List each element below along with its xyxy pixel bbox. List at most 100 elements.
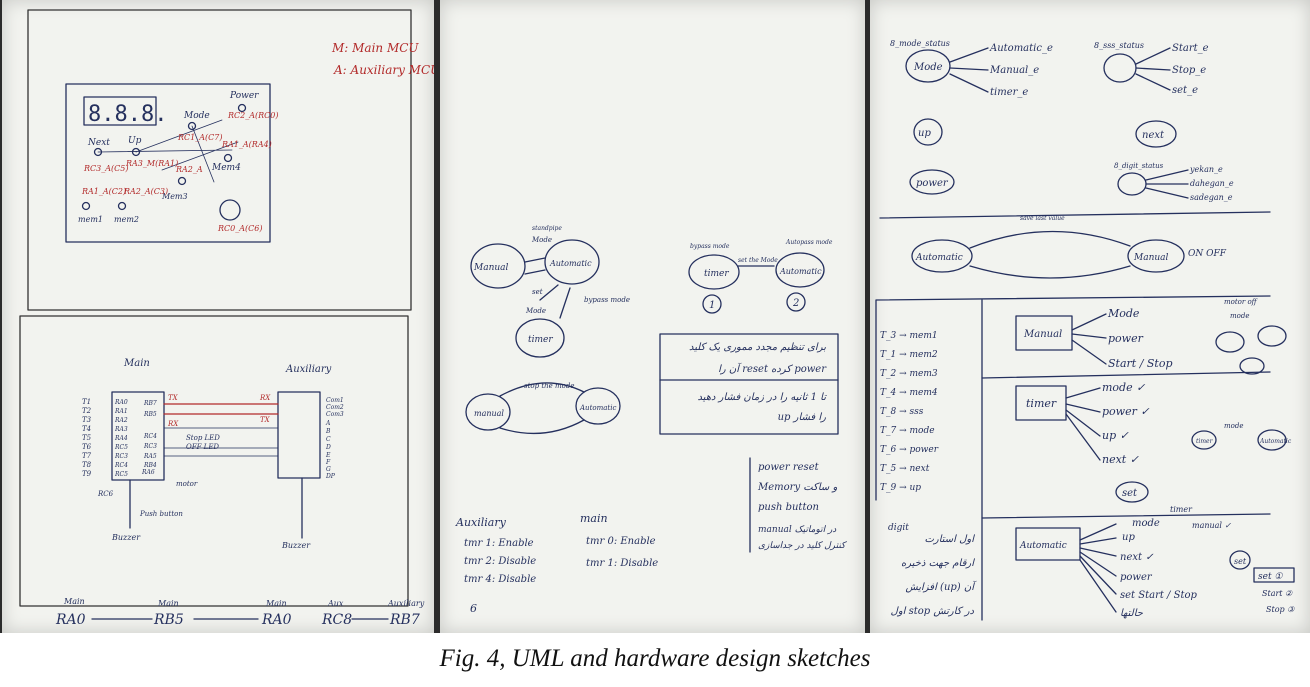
timer-block bbox=[1015, 385, 1067, 421]
svg-text:RC1_A(C7): RC1_A(C7) bbox=[177, 133, 222, 142]
svg-text:Stop_e: Stop_e bbox=[1172, 65, 1206, 76]
figure-caption: Fig. 4, UML and hardware design sketches bbox=[439, 645, 871, 672]
svg-text:RC6: RC6 bbox=[97, 490, 114, 498]
svg-text:Buzzer: Buzzer bbox=[281, 541, 311, 550]
svg-text:RA3: RA3 bbox=[114, 426, 128, 433]
label-mem2: mem2 bbox=[114, 215, 139, 224]
svg-text:Buzzer: Buzzer bbox=[111, 533, 141, 542]
svg-text:RC3: RC3 bbox=[114, 453, 128, 460]
main-left-pins: T1 T2 T3 T4 T5 T6 T7 T8 T9 bbox=[82, 398, 92, 478]
svg-text:RA4: RA4 bbox=[114, 435, 128, 442]
svg-text:B: B bbox=[325, 428, 331, 435]
svg-text:T2: T2 bbox=[82, 407, 92, 415]
seven-seg-display bbox=[83, 96, 157, 126]
svg-text:RB4: RB4 bbox=[143, 462, 157, 469]
label-mem3: Mem3 bbox=[161, 192, 188, 201]
svg-text:motor off: motor off bbox=[1224, 298, 1258, 306]
svg-text:RB5: RB5 bbox=[153, 612, 184, 628]
svg-text:power: power bbox=[1108, 332, 1144, 345]
aux-timers-title: Auxiliary bbox=[455, 516, 507, 529]
label-mode: Mode bbox=[183, 111, 210, 121]
svg-text:G: G bbox=[326, 466, 331, 473]
svg-text:حالتها: حالتها bbox=[1120, 608, 1144, 619]
svg-text:Mode: Mode bbox=[913, 62, 943, 73]
svg-text:RA1_A(C2): RA1_A(C2) bbox=[81, 187, 126, 196]
state-timer: timer bbox=[528, 335, 553, 345]
svg-text:timer: timer bbox=[704, 269, 729, 279]
uml-sketch: 8_mode_status Mode Automatic_e Manual_e … bbox=[875, 39, 1295, 621]
svg-text:RC3: RC3 bbox=[143, 443, 157, 450]
main-mcu-pin-labels: RA0 RA1 RA2 RA3 RA4 RC5 RC3 RC4 RC5 RA6 … bbox=[114, 399, 157, 478]
sss-button bbox=[219, 199, 241, 221]
frame-top bbox=[27, 9, 412, 311]
sheet-modes: Manual Automatic timer standpipe Mode se… bbox=[440, 0, 865, 633]
svg-text:1: 1 bbox=[709, 300, 715, 311]
svg-text:mode ✓: mode ✓ bbox=[1102, 381, 1146, 394]
svg-text:manual ✓: manual ✓ bbox=[1192, 521, 1232, 530]
svg-text:Manual: Manual bbox=[1023, 329, 1062, 340]
svg-text:ارقام جهت ذخیره: ارقام جهت ذخیره bbox=[901, 558, 975, 569]
state-automatic: Automatic bbox=[549, 259, 592, 268]
front-panel bbox=[65, 83, 271, 243]
svg-text:T6: T6 bbox=[82, 443, 92, 451]
svg-text:tmr 0: Enable: tmr 0: Enable bbox=[586, 536, 656, 547]
svg-text:RA5: RA5 bbox=[143, 453, 157, 460]
svg-text:افزایش (up) آن: افزایش (up) آن bbox=[905, 580, 977, 593]
svg-text:RC8: RC8 bbox=[321, 612, 352, 628]
svg-text:yekan_e: yekan_e bbox=[1189, 165, 1223, 174]
svg-text:ON OFF: ON OFF bbox=[1188, 249, 1227, 259]
svg-text:T7: T7 bbox=[82, 452, 92, 460]
label-mem4: Mem4 bbox=[211, 163, 241, 173]
svg-text:2: 2 bbox=[792, 298, 799, 309]
bottom-signal-labels: Main RA0 Main RB5 Main RA0 Aux RC8 Auxil… bbox=[55, 597, 425, 628]
svg-text:E: E bbox=[325, 452, 331, 459]
svg-text:tmr 1: Disable: tmr 1: Disable bbox=[586, 558, 658, 569]
svg-text:Automatic: Automatic bbox=[1019, 541, 1067, 551]
svg-text:Main: Main bbox=[157, 599, 179, 608]
svg-text:تا 1 ثانیه را در زمان فشار دهی: تا 1 ثانیه را در زمان فشار دهید bbox=[698, 392, 828, 403]
toggle-automatic: Automatic bbox=[915, 253, 963, 263]
svg-text:آن را reset کرده power: آن را reset کرده power bbox=[718, 362, 827, 375]
svg-text:RC2_A(RC0): RC2_A(RC0) bbox=[227, 111, 279, 120]
svg-text:T_8 → sss: T_8 → sss bbox=[880, 407, 924, 417]
svg-text:RC3_A(C5): RC3_A(C5) bbox=[83, 164, 128, 173]
svg-text:C: C bbox=[326, 436, 331, 443]
svg-text:T_6 → power: T_6 → power bbox=[880, 445, 939, 455]
label-next: Next bbox=[87, 138, 110, 148]
svg-text:RB7: RB7 bbox=[143, 400, 157, 407]
svg-text:bypass mode: bypass mode bbox=[584, 296, 630, 304]
svg-text:T_1 → mem2: T_1 → mem2 bbox=[880, 350, 938, 360]
svg-text:Main: Main bbox=[265, 599, 287, 608]
svg-text:Main: Main bbox=[63, 597, 85, 606]
svg-text:timer: timer bbox=[1170, 505, 1193, 514]
svg-text:sadegan_e: sadegan_e bbox=[1190, 193, 1233, 202]
svg-text:Push button: Push button bbox=[139, 510, 183, 518]
svg-text:bypass mode: bypass mode bbox=[690, 243, 730, 250]
svg-text:up را فشار: up را فشار bbox=[778, 412, 827, 423]
svg-text:manual: manual bbox=[474, 409, 504, 418]
svg-text:RC5: RC5 bbox=[114, 444, 128, 451]
svg-text:TX: TX bbox=[260, 416, 271, 424]
enum-up: up bbox=[918, 128, 931, 139]
legend-aux: A: Auxiliary MCU bbox=[333, 63, 434, 77]
svg-text:برای تنظیم مجدد مموری یک کلید: برای تنظیم مجدد مموری یک کلید bbox=[689, 342, 826, 353]
svg-text:F: F bbox=[325, 459, 331, 466]
svg-text:Start_e: Start_e bbox=[1172, 43, 1209, 54]
svg-text:RB5: RB5 bbox=[143, 411, 157, 418]
svg-text:set_e: set_e bbox=[1172, 85, 1198, 96]
svg-text:push button: push button bbox=[758, 502, 819, 513]
svg-text:RA6: RA6 bbox=[141, 469, 155, 476]
svg-text:power: power bbox=[1120, 572, 1153, 583]
svg-text:D: D bbox=[325, 444, 331, 451]
svg-text:RA0: RA0 bbox=[261, 612, 292, 628]
svg-text:save last value: save last value bbox=[1020, 215, 1065, 222]
svg-text:T_9 → up: T_9 → up bbox=[880, 483, 921, 493]
svg-text:tmr 2: Disable: tmr 2: Disable bbox=[464, 556, 536, 567]
svg-text:8_mode_status: 8_mode_status bbox=[890, 39, 950, 48]
sketch-photo: M: Main MCU A: Auxiliary MCU 8.8.8. Mode… bbox=[0, 0, 1310, 633]
aux-mcu-title: Auxiliary bbox=[285, 364, 332, 375]
svg-text:Automatic_e: Automatic_e bbox=[989, 43, 1053, 54]
svg-text:power ✓: power ✓ bbox=[1102, 405, 1150, 418]
hardware-sketch: M: Main MCU A: Auxiliary MCU 8.8.8. Mode… bbox=[19, 9, 434, 628]
svg-text:timer: timer bbox=[1196, 438, 1214, 445]
